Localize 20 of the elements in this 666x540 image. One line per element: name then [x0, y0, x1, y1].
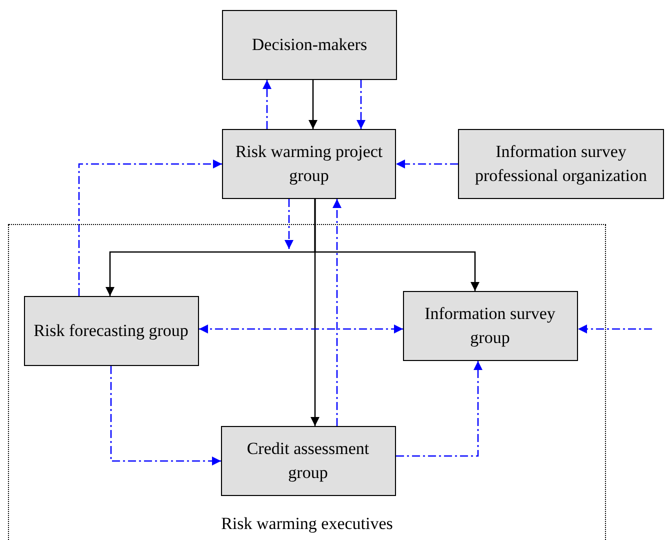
process-box: Information survey professional organization — [458, 129, 664, 199]
process-box: Information survey group — [402, 290, 578, 360]
process-box: Risk forecasting group — [24, 296, 198, 366]
process-box: Risk warming project group — [222, 129, 396, 199]
arrow — [356, 80, 366, 129]
process-box: Credit assessment group — [220, 426, 396, 496]
arrow — [396, 160, 458, 168]
process-box: Decision-makers — [222, 10, 397, 80]
arrow — [78, 160, 222, 296]
arrow — [110, 366, 221, 466]
arrow — [396, 361, 482, 457]
arrow — [284, 199, 294, 249]
arrow — [578, 324, 652, 334]
group-frame — [8, 224, 606, 540]
arrow — [199, 324, 403, 334]
arrow — [332, 199, 342, 426]
group-label: Risk warming executives — [220, 514, 394, 534]
arrow — [308, 80, 318, 129]
arrow — [310, 199, 320, 426]
arrow — [262, 80, 272, 129]
